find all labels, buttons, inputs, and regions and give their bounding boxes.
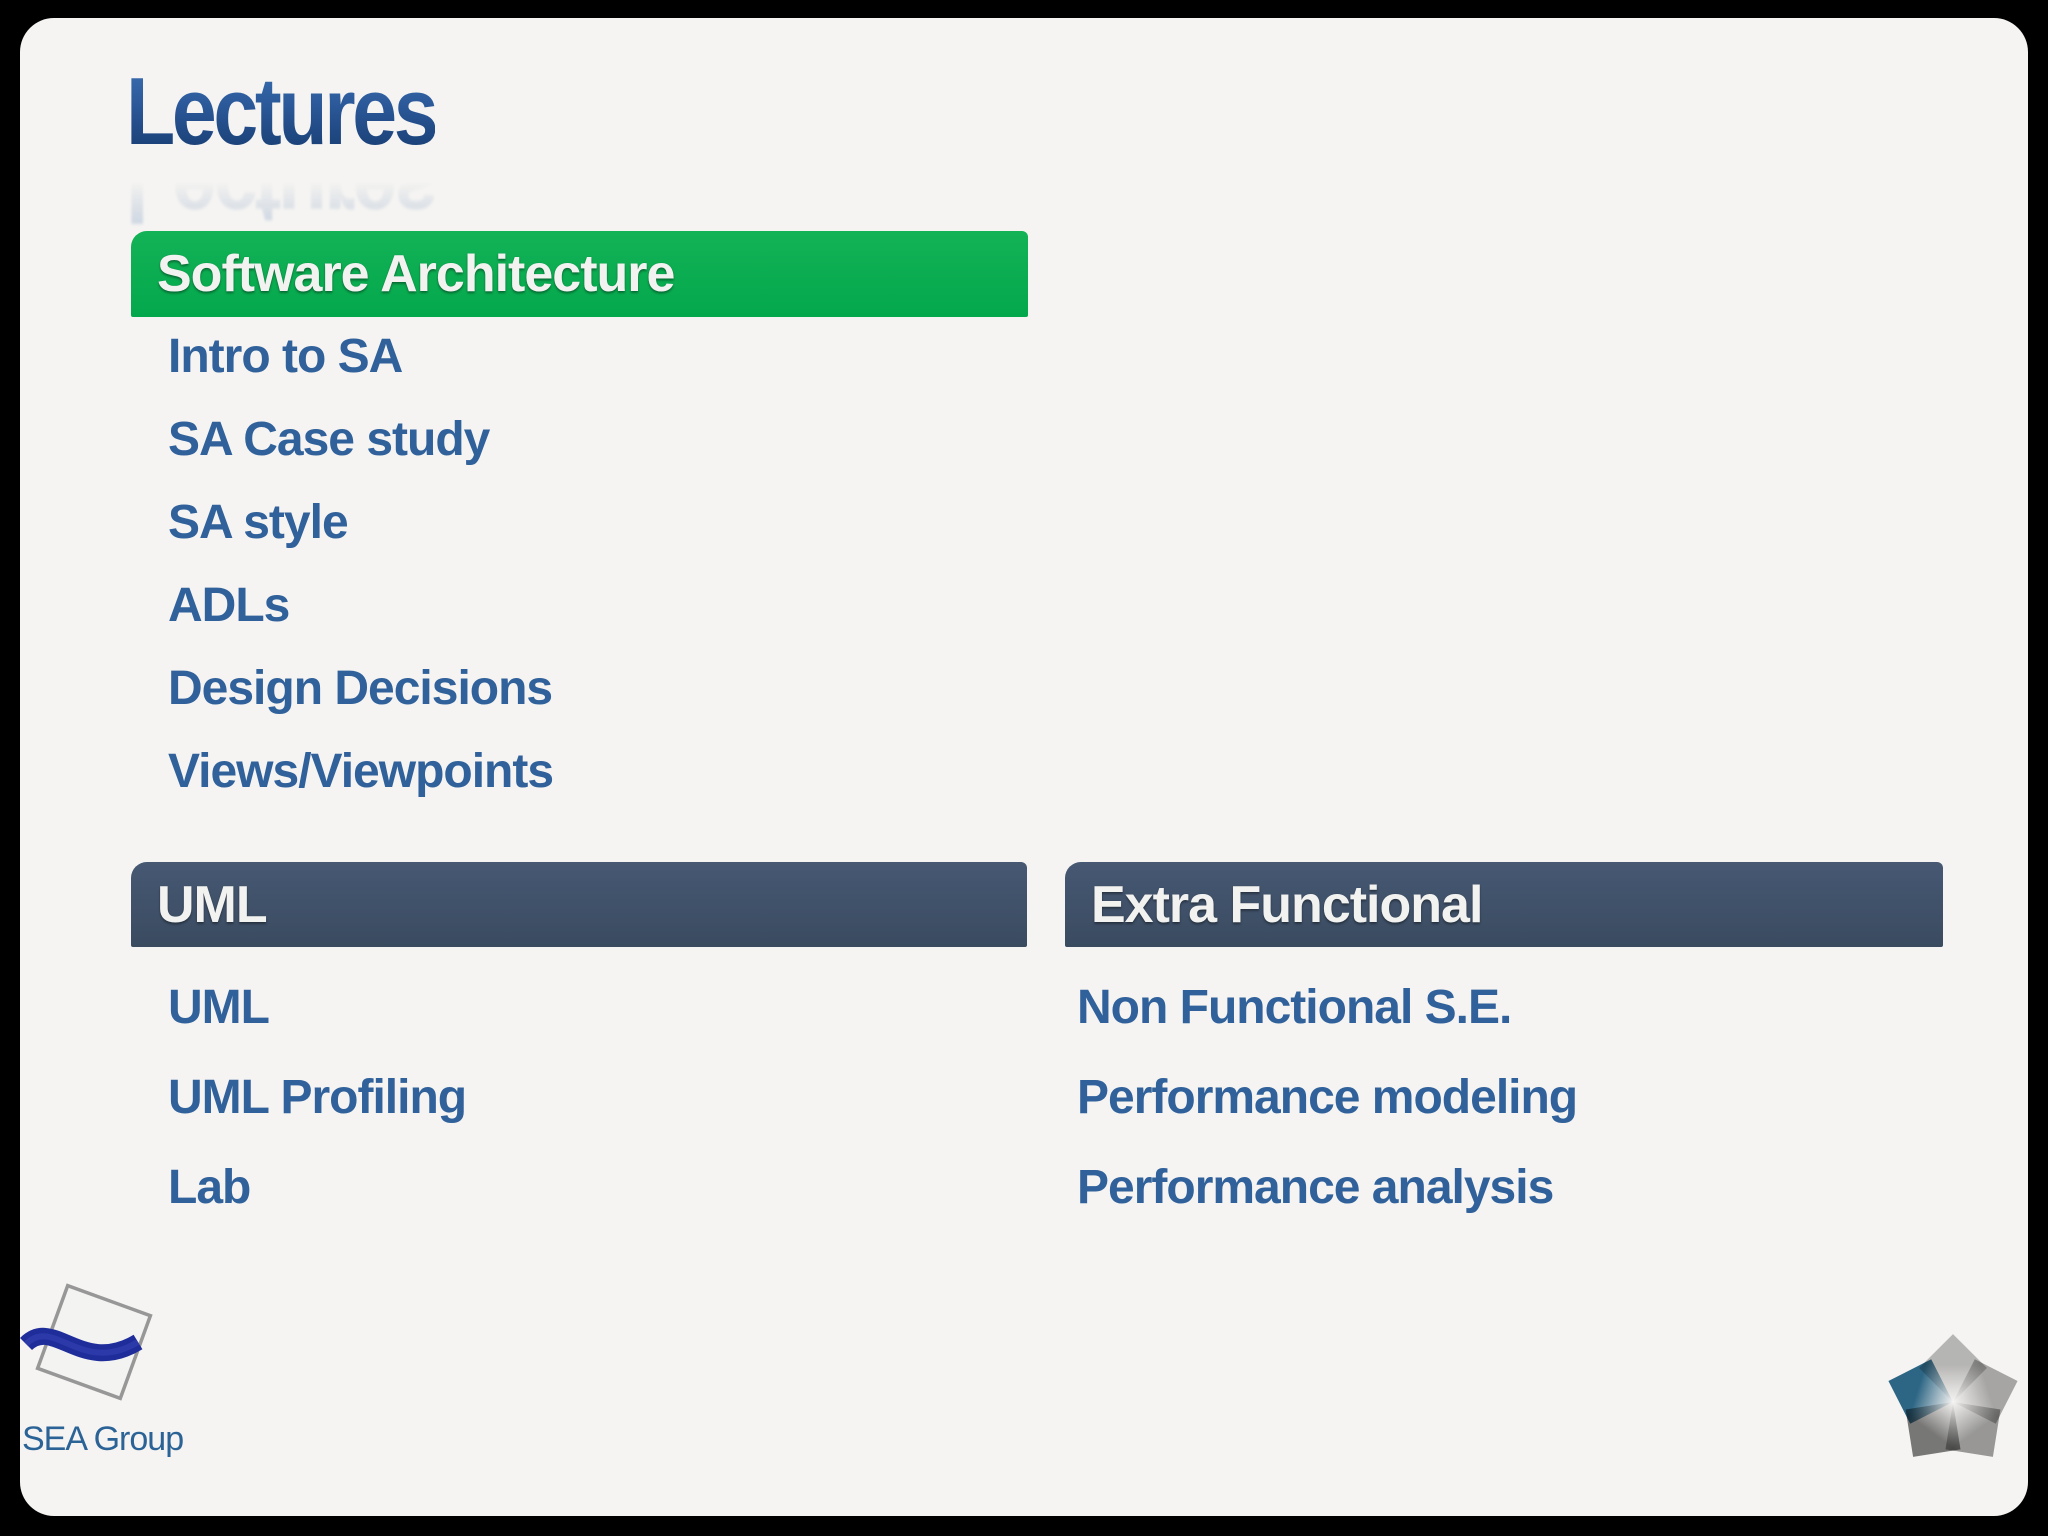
section-header-label: Software Architecture (157, 245, 675, 303)
section-header-software-architecture: Software Architecture (131, 231, 1028, 317)
lecture-item: Design Decisions (168, 662, 553, 715)
lecture-item: Non Functional S.E. (1077, 980, 1512, 1034)
section-header-label: UML (157, 875, 268, 934)
lecture-item: UML Profiling (168, 1070, 467, 1124)
lecture-item: Views/Viewpoints (168, 745, 554, 798)
presentation-slide: Lectures Lectures Software Architecture … (19, 18, 2028, 1516)
section-list-extra-functional: Non Functional S.E. Performance modeling… (1077, 962, 1578, 1232)
section-header-label: Extra Functional (1091, 875, 1483, 934)
lecture-item: UML (168, 980, 270, 1034)
lecture-item: ADLs (168, 579, 290, 632)
sea-group-logo-icon (19, 1280, 170, 1430)
lecture-item: SA style (168, 496, 349, 549)
section-list-software-architecture: Intro to SA SA Case study SA style ADLs … (168, 315, 554, 813)
slide-title-block: Lectures Lectures (126, 58, 439, 244)
lecture-item: SA Case study (168, 413, 490, 466)
lecture-item: Lab (168, 1160, 251, 1214)
lecture-item: Intro to SA (168, 330, 403, 383)
section-header-uml: UML (131, 862, 1027, 947)
section-list-uml: UML UML Profiling Lab (168, 962, 467, 1232)
lecture-item: Performance modeling (1077, 1070, 1578, 1124)
sea-group-caption: SEA Group (22, 1420, 184, 1458)
section-header-extra-functional: Extra Functional (1065, 862, 1943, 947)
pinwheel-logo-icon (1868, 1317, 2038, 1487)
lecture-item: Performance analysis (1077, 1160, 1554, 1214)
page-title-reflection: Lectures (126, 136, 436, 244)
page-title: Lectures (126, 58, 439, 165)
